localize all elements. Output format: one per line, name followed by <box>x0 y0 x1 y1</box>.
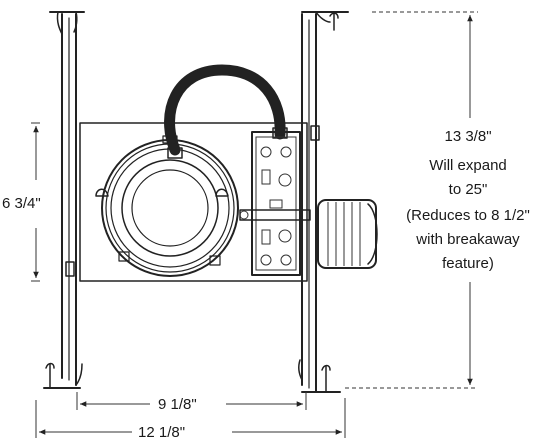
outer-width-label: 12 1/8" <box>138 424 185 441</box>
bar-length-line2: Will expand <box>429 157 507 174</box>
inner-width-label: 9 1/8" <box>158 396 197 413</box>
lamp-housing <box>101 135 239 277</box>
bar-length-line5: with breakaway <box>415 231 520 248</box>
left-hanger-bar <box>43 11 85 389</box>
inner-width-dimension <box>76 392 307 410</box>
right-hanger-bar <box>297 11 349 393</box>
bar-length-line6: feature) <box>442 255 494 272</box>
height-dimension <box>31 122 40 282</box>
bar-length-line4: (Reduces to 8 1/2" <box>406 207 530 224</box>
height-label: 6 3/4" <box>2 195 41 212</box>
bar-length-dimension <box>345 11 478 389</box>
junction-box <box>251 131 301 276</box>
bar-length-line3: to 25" <box>449 181 488 198</box>
transformer <box>239 199 378 269</box>
mounting-frame <box>79 122 308 282</box>
bar-length-label: 13 3/8" Will expand to 25" (Reduces to 8… <box>406 128 530 272</box>
flexible-conduit <box>164 64 288 159</box>
bar-length-line1: 13 3/8" <box>444 128 491 145</box>
outer-width-dimension <box>35 398 346 438</box>
